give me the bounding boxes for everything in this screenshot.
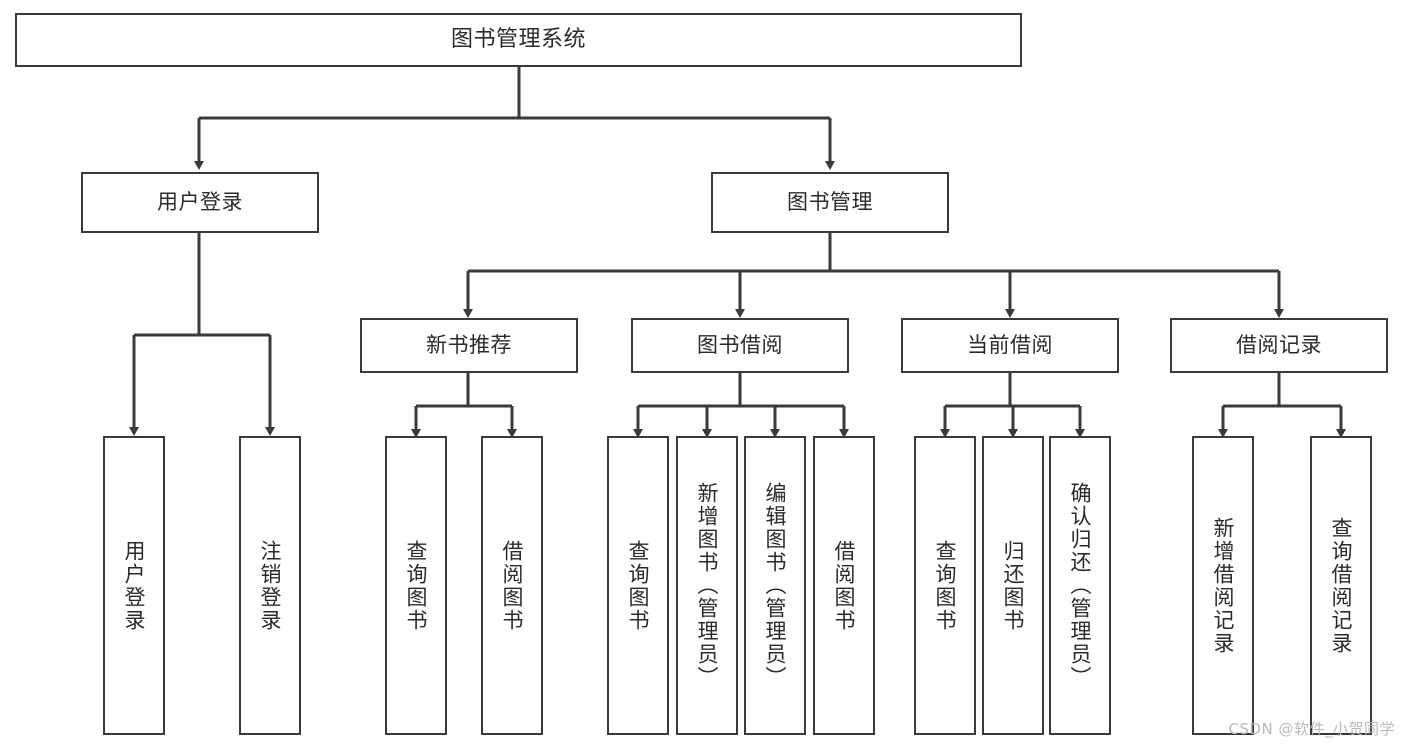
node-label: 确认归还（管理员） <box>1068 482 1093 689</box>
node-label: 编辑图书（管理员） <box>763 482 788 689</box>
node-label: 归还图书 <box>1001 539 1026 632</box>
node-root-book-management-system[interactable]: 图书管理系统 <box>15 13 1022 67</box>
node-label: 图书管理系统 <box>450 27 586 53</box>
node-label: 查询图书 <box>626 539 651 632</box>
node-label: 新书推荐 <box>426 333 512 358</box>
leaf-borrow-add-book-admin[interactable]: 新增图书（管理员） <box>676 436 738 735</box>
node-label: 查询图书 <box>933 539 958 632</box>
leaf-borrow-borrow-book[interactable]: 借阅图书 <box>813 436 875 735</box>
leaf-record-add-record[interactable]: 新增借阅记录 <box>1192 436 1254 735</box>
node-label: 注销登录 <box>258 539 283 632</box>
node-label: 新增借阅记录 <box>1211 516 1236 655</box>
leaf-user-login[interactable]: 用户登录 <box>103 436 165 735</box>
leaf-current-confirm-return-admin[interactable]: 确认归还（管理员） <box>1049 436 1111 735</box>
leaf-borrow-query-book[interactable]: 查询图书 <box>607 436 669 735</box>
node-book-management[interactable]: 图书管理 <box>711 172 949 233</box>
leaf-current-query-book[interactable]: 查询图书 <box>914 436 976 735</box>
node-label: 借阅图书 <box>832 539 857 632</box>
node-label: 借阅图书 <box>500 539 525 632</box>
leaf-newbook-query-book[interactable]: 查询图书 <box>385 436 447 735</box>
leaf-borrow-edit-book-admin[interactable]: 编辑图书（管理员） <box>744 436 806 735</box>
node-current-borrow[interactable]: 当前借阅 <box>901 318 1119 373</box>
node-book-borrow[interactable]: 图书借阅 <box>631 318 849 373</box>
node-label: 查询借阅记录 <box>1329 516 1354 655</box>
node-label: 新增图书（管理员） <box>695 482 720 689</box>
node-label: 用户登录 <box>157 190 243 215</box>
node-label: 借阅记录 <box>1236 333 1322 358</box>
node-label: 当前借阅 <box>967 333 1053 358</box>
leaf-newbook-borrow-book[interactable]: 借阅图书 <box>481 436 543 735</box>
leaf-current-return-book[interactable]: 归还图书 <box>982 436 1044 735</box>
leaf-record-query-record[interactable]: 查询借阅记录 <box>1310 436 1372 735</box>
node-new-book-recommend[interactable]: 新书推荐 <box>360 318 578 373</box>
node-user-login[interactable]: 用户登录 <box>81 172 319 233</box>
node-label: 用户登录 <box>122 539 147 632</box>
node-borrow-record[interactable]: 借阅记录 <box>1170 318 1388 373</box>
node-label: 图书管理 <box>787 190 873 215</box>
leaf-logout[interactable]: 注销登录 <box>239 436 301 735</box>
node-label: 查询图书 <box>404 539 429 632</box>
node-label: 图书借阅 <box>697 333 783 358</box>
